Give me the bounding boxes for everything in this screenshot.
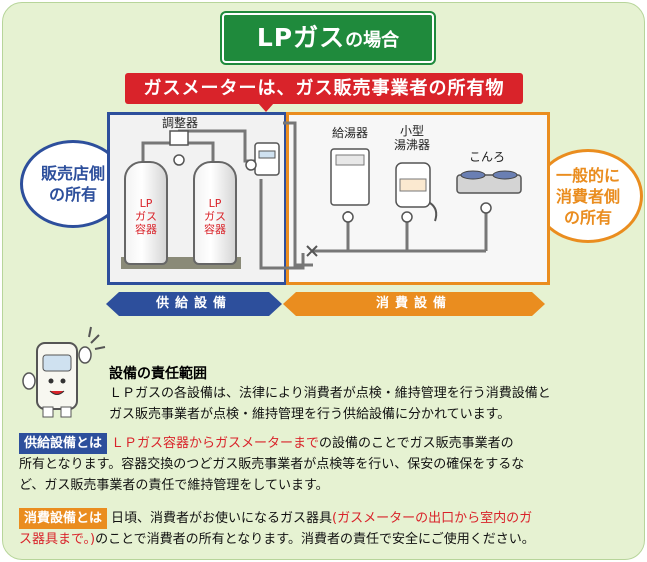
consumption-definition: 消費設備とは日頃、消費者がお使いになるガス器具(ガスメーターの出口から室内のガ …: [19, 508, 631, 550]
water-heater-valve-icon: [342, 211, 354, 223]
consumption-bar: 消費設備: [296, 292, 532, 316]
page-title: LPガスの場合: [222, 13, 434, 63]
small-heater-valve-icon: [401, 211, 413, 223]
mascot-icon: [22, 326, 106, 418]
consumer-owned-line3: の所有: [563, 207, 612, 227]
dealer-owned-line1: 販売店側: [40, 164, 105, 183]
cylinder-left-label-1: LP: [139, 197, 153, 210]
supply-highlight: ＬＰガス容器からガスメーターまで: [111, 436, 320, 451]
lp-cylinder-right: LP ガス 容器: [193, 161, 237, 265]
meter-ownership-ribbon: ガスメーターは、ガス販売事業者の所有物: [125, 73, 523, 104]
supply-tag: 供給設備とは: [19, 433, 108, 454]
consumption-highlight-1: (ガスメーターの出口から室内のガ: [332, 511, 533, 526]
stove-burner-right: [492, 170, 518, 180]
consumer-owned-line2: 消費者側: [555, 186, 620, 206]
cylinder-right-label-2: ガス: [204, 210, 226, 223]
meter-valve-icon: [245, 159, 257, 171]
consumption-text-pre: 日頃、消費者がお使いになるガス器具: [111, 511, 333, 526]
water-heater-label: 給湯器: [331, 126, 368, 140]
consumer-owned-oval: 一般的に消費者側の所有: [533, 149, 643, 243]
water-heater-panel: [335, 154, 365, 166]
small-heater-window: [399, 178, 427, 192]
small-heater-label-2: 湯沸器: [393, 138, 430, 152]
title-sub: の場合: [345, 30, 400, 51]
cylinder-left-label-3: 容器: [135, 223, 157, 236]
stove-label: こんろ: [468, 150, 505, 164]
responsibility-line-1: ＬＰガスの各設備は、法律により消費者が点検・維持管理を行う消費設備と: [109, 386, 551, 401]
consumption-text-rest: のことで消費者の所有となります。消費者の責任で安全にご使用ください。: [95, 532, 535, 547]
gas-meter-icon: [254, 142, 280, 176]
stove-burner-left: [460, 170, 486, 180]
supply-text-1: の設備のことでガス販売事業者の: [319, 436, 514, 451]
consumption-highlight-2: ス器具まで。): [19, 532, 96, 547]
title-main: LPガス: [256, 23, 346, 52]
valve-icon: [173, 154, 185, 166]
ribbon-pointer: [258, 103, 274, 112]
consumption-tag: 消費設備とは: [19, 508, 108, 529]
cylinder-right-label-1: LP: [208, 197, 222, 210]
stove-valve-icon: [480, 202, 492, 214]
consumption-arrow-left: [283, 292, 296, 316]
responsibility-line-2: ガス販売事業者が点検・維持管理を行う供給設備に分かれています。: [109, 407, 511, 422]
supply-bar: 供給設備: [119, 292, 269, 316]
responsibility-heading: 設備の責任範囲: [109, 366, 207, 382]
consumer-owned-line1: 一般的に: [555, 165, 620, 185]
regulator-label: 調整器: [161, 116, 198, 130]
regulator-icon: [169, 130, 189, 146]
cylinder-right-label-3: 容器: [204, 223, 226, 236]
supply-text-2: 所有となります。容器交換のつどガス販売事業者が点検等を行い、保安の確保をするな: [19, 457, 525, 472]
consumption-arrow-right: [532, 292, 545, 316]
meter-display: [258, 150, 276, 159]
cylinder-left-label-2: ガス: [135, 210, 157, 223]
small-heater-spout: [429, 202, 438, 222]
supply-text-3: ど、ガス販売事業者の責任で維持管理をしています。: [19, 478, 329, 493]
supply-arrow-left: [106, 292, 119, 316]
main-valve-icon: [306, 245, 318, 257]
dealer-owned-line2: の所有: [48, 185, 97, 204]
supply-arrow-right: [269, 292, 282, 316]
lp-cylinder-left: LP ガス 容器: [124, 161, 168, 265]
small-heater-label-1: 小型: [399, 124, 424, 138]
